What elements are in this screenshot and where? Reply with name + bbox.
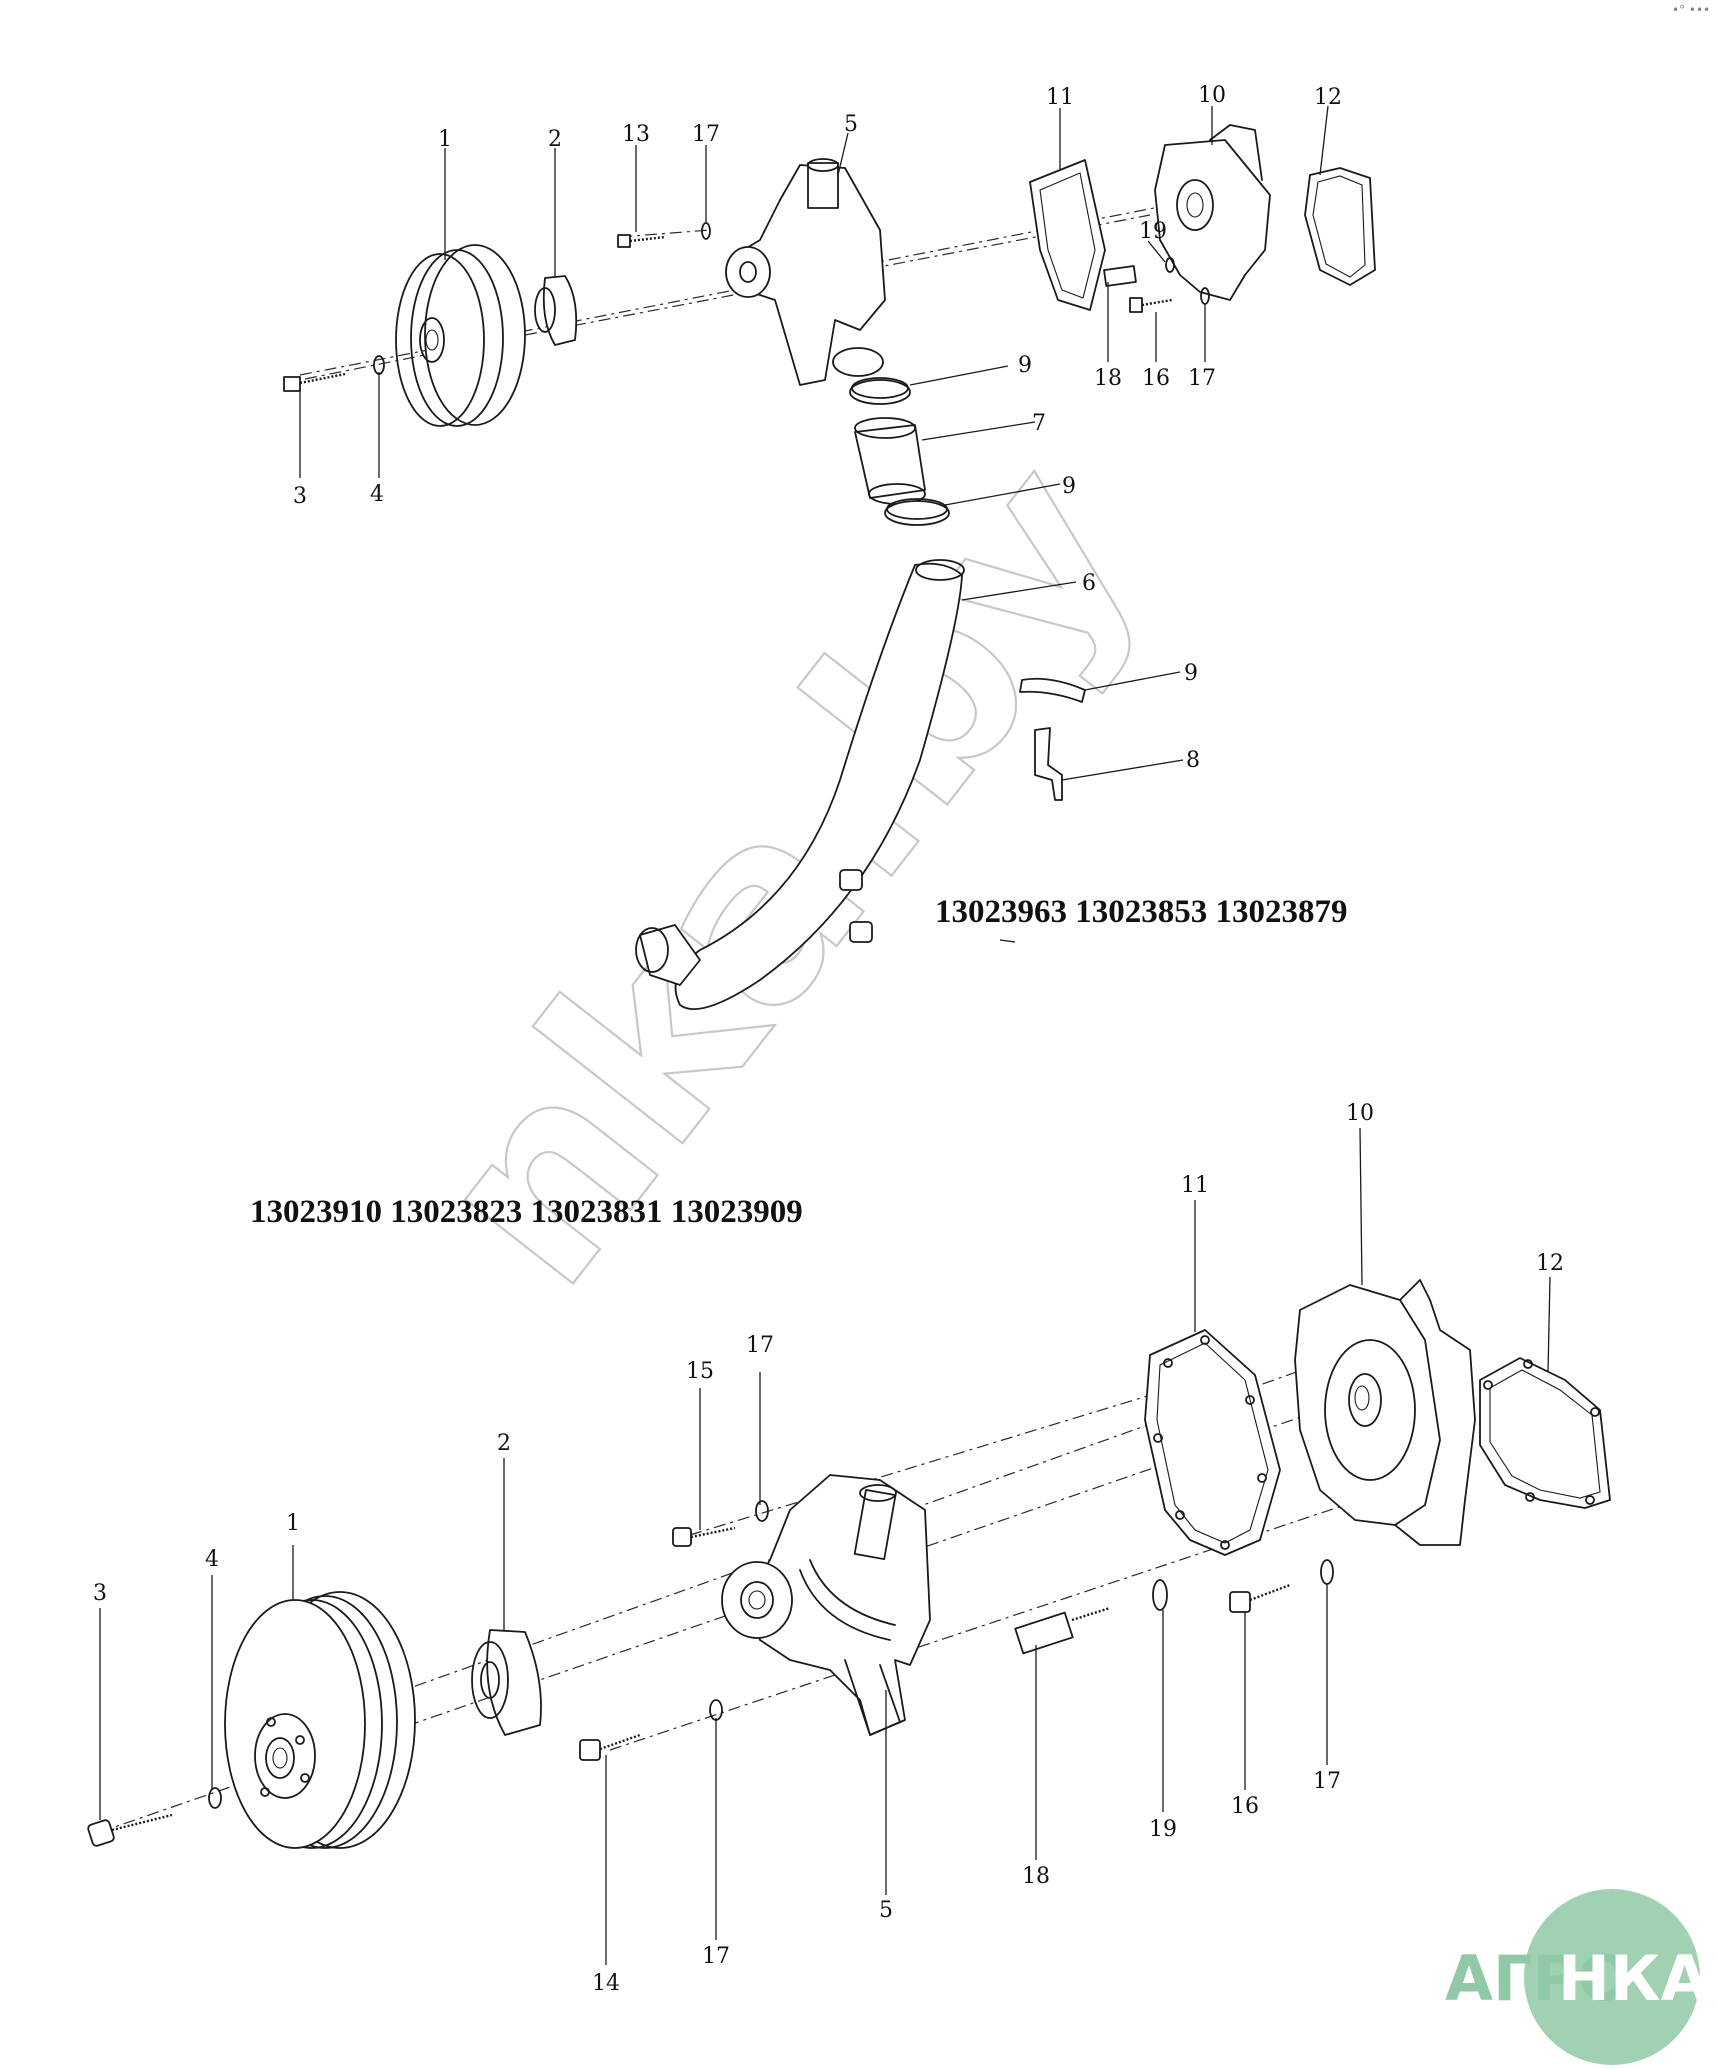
- upper-callout-2: 2: [548, 127, 562, 152]
- upper-callout-3: 3: [293, 484, 307, 509]
- upper-callout-1: 1: [438, 127, 452, 152]
- lower-bolt-14: [579, 1733, 641, 1761]
- upper-pulley: [395, 244, 526, 427]
- upper-hub: [534, 275, 578, 346]
- lower-callout-1: 1: [286, 1511, 300, 1536]
- lower-callout-11: 11: [1181, 1173, 1209, 1198]
- lower-cover-10: [1294, 1279, 1476, 1546]
- lower-gasket-11: [1144, 1329, 1281, 1556]
- lower-callout-17b: 17: [1313, 1769, 1341, 1794]
- lower-callout-16: 16: [1231, 1794, 1259, 1819]
- upper-callout-9b: 9: [1062, 474, 1076, 499]
- lower-callout-19: 19: [1149, 1817, 1177, 1842]
- upper-washer-19: [1165, 257, 1175, 273]
- agronka-logo: АГРО НКА: [1445, 1889, 1709, 2065]
- lower-pump-body: [721, 1474, 931, 1736]
- upper-washer-4: [373, 355, 385, 375]
- upper-callout-17a: 17: [692, 122, 720, 147]
- upper-callouts: 1 2 3 4 5 6 7 8 9 9 9 10 11 12 13 16 17 …: [293, 83, 1342, 773]
- lower-washer-19: [1152, 1579, 1168, 1611]
- upper-washer-17: [701, 222, 711, 240]
- upper-callout-9a: 9: [1018, 353, 1032, 378]
- lower-washer-4: [208, 1787, 222, 1809]
- lower-washer-17b: [1320, 1559, 1334, 1585]
- lower-gasket-12: [1479, 1357, 1611, 1509]
- lower-leaders: [99, 1127, 1551, 1965]
- upper-bolt-13: [617, 234, 666, 248]
- corner-mark: •° •••: [1672, 3, 1710, 17]
- lower-callout-3: 3: [93, 1581, 107, 1606]
- lower-bolt-15: [672, 1526, 736, 1547]
- upper-callout-5: 5: [844, 112, 858, 137]
- lower-callouts: 1 2 3 4 5 10 11 12 14 15 16 17 17 17 18 …: [93, 1101, 1564, 1996]
- upper-callout-17b: 17: [1188, 366, 1216, 391]
- upper-gasket-11: [1029, 159, 1106, 311]
- upper-callout-11: 11: [1046, 85, 1074, 110]
- lower-bolt-16: [1229, 1583, 1291, 1613]
- upper-pump-body: [725, 158, 886, 386]
- upper-callout-9c: 9: [1184, 661, 1198, 686]
- logo-circle: [1524, 1889, 1700, 2065]
- lower-callout-17a: 17: [746, 1333, 774, 1358]
- lower-hub: [471, 1629, 542, 1736]
- lower-axis-bolt15: [689, 1379, 1201, 1536]
- upper-bolt-3: [283, 372, 346, 392]
- lower-callout-2: 2: [497, 1431, 511, 1456]
- upper-axis-bolt: [619, 229, 711, 238]
- upper-callout-12: 12: [1314, 85, 1342, 110]
- lower-washer-17c: [709, 1699, 723, 1721]
- lower-stud-18: [1014, 1606, 1111, 1655]
- upper-callout-6: 6: [1082, 571, 1096, 596]
- upper-callout-19: 19: [1139, 219, 1167, 244]
- lower-washer-17a: [755, 1500, 769, 1522]
- upper-clamp-9c: [1019, 677, 1086, 703]
- lower-model-label: 13023910 13023823 13023831 13023909: [250, 1194, 803, 1230]
- upper-callout-16: 16: [1142, 366, 1170, 391]
- upper-clamp-9a: [849, 377, 911, 405]
- lower-callout-10: 10: [1346, 1101, 1374, 1126]
- upper-bracket-8: [1034, 727, 1063, 801]
- upper-sleeve-7: [854, 417, 926, 505]
- lower-bolt-3: [87, 1813, 173, 1847]
- lower-callout-4: 4: [205, 1547, 219, 1572]
- lower-callout-17c: 17: [702, 1944, 730, 1969]
- lower-callout-18: 18: [1022, 1864, 1050, 1889]
- upper-callout-4: 4: [370, 482, 384, 507]
- upper-callout-13: 13: [622, 122, 650, 147]
- lower-callout-12: 12: [1536, 1251, 1564, 1276]
- upper-gasket-12: [1304, 167, 1376, 286]
- upper-axis-bolt-3: [304, 351, 441, 380]
- upper-leaders: [299, 105, 1329, 943]
- lower-callout-5: 5: [879, 1898, 893, 1923]
- upper-pipe-6: [635, 559, 965, 1010]
- lower-callout-15: 15: [686, 1359, 714, 1384]
- upper-stud-18: [1103, 265, 1137, 287]
- lower-assembly: 13023910 13023823 13023831 13023909: [87, 1101, 1611, 1996]
- upper-callout-7: 7: [1032, 411, 1046, 436]
- upper-callout-10: 10: [1198, 83, 1226, 108]
- upper-model-label: 13023963 13023853 13023879: [935, 894, 1348, 930]
- upper-callout-18: 18: [1094, 366, 1122, 391]
- lower-pulley: [224, 1591, 416, 1849]
- logo-right-text: НКА: [1558, 1942, 1709, 2015]
- upper-clamp-9b: [884, 498, 950, 526]
- upper-callout-8: 8: [1186, 748, 1200, 773]
- upper-cover-10: [1154, 124, 1271, 301]
- upper-assembly: 1 2 3 4 5 6 7 8 9 9 9 10 11 12 13 16 17 …: [283, 83, 1376, 1010]
- logo-left-text: АГРО: [1445, 1942, 1631, 2015]
- upper-bolt-16: [1129, 297, 1173, 313]
- lower-callout-14: 14: [592, 1971, 620, 1996]
